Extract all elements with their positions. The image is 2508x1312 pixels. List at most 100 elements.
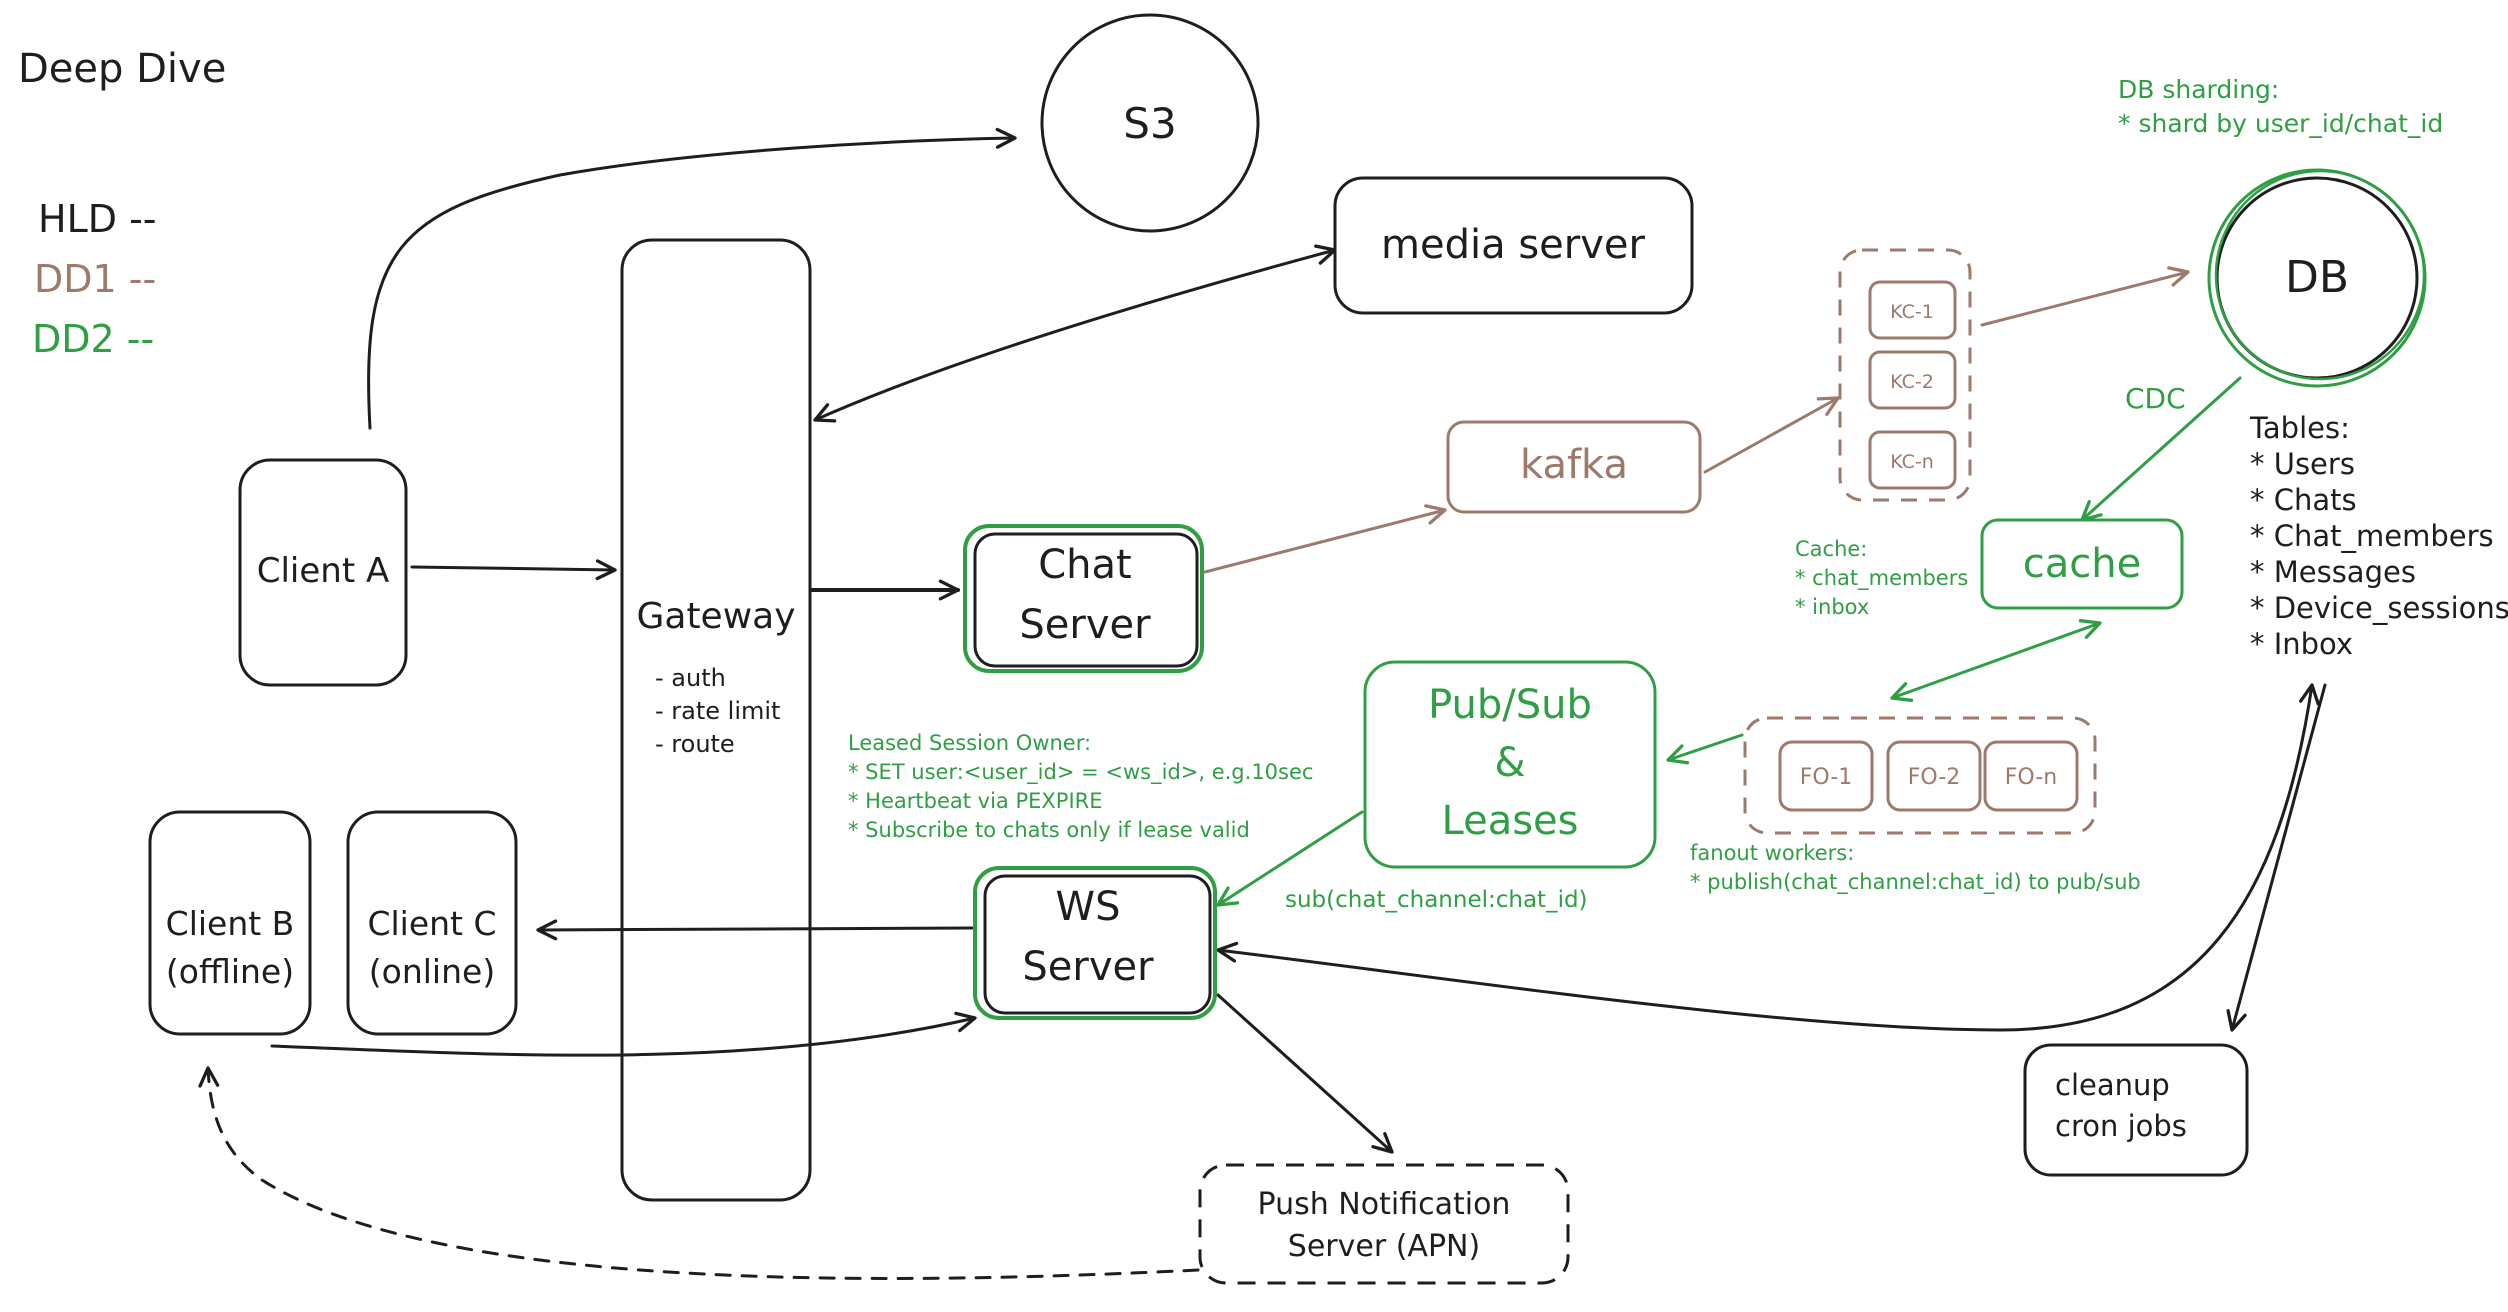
arrow-fanout-to-pubsub [1666, 733, 1744, 765]
arrow-kafka-to-consumers [1703, 396, 1840, 474]
table-inbox: * Inbox [2250, 627, 2353, 661]
client-c-status: (online) [369, 952, 495, 991]
tables-list: Tables: * Users * Chats * Chat_members *… [2249, 411, 2508, 661]
s3-label: S3 [1123, 99, 1176, 148]
title-and-legend: Deep Dive HLD -- DD1 -- DD2 -- [18, 46, 226, 361]
fanout-worker-n-label: FO-n [2005, 765, 2057, 790]
ws-server-node[interactable]: WS Server [973, 866, 1217, 1020]
arrow-client-a-to-gateway [410, 559, 617, 581]
arrow-db-to-cache-cdc [2080, 376, 2242, 522]
page-title: Deep Dive [18, 46, 226, 92]
client-a-node[interactable]: Client A [238, 458, 408, 687]
arrow-cache-fanout [1890, 619, 2102, 702]
push-notification-node[interactable]: Push Notification Server (APN) [1198, 1163, 1570, 1285]
gateway-label: Gateway [636, 596, 795, 637]
db-sharding-title: DB sharding: [2118, 75, 2279, 104]
push-notification-label: Push Notification [1258, 1187, 1511, 1222]
cache-note-chat-members: * chat_members [1795, 566, 1968, 591]
kafka-consumer-n[interactable]: KC-n [1868, 430, 1957, 490]
db-label: DB [2285, 252, 2349, 303]
gateway-note-route: - route [655, 730, 735, 758]
kafka-consumer-1-label: KC-1 [1890, 301, 1934, 323]
table-users: * Users [2250, 447, 2355, 481]
db-node[interactable]: DB [2207, 168, 2427, 388]
media-server-node[interactable]: media server [1333, 176, 1694, 315]
leased-session-title: Leased Session Owner: [848, 731, 1091, 755]
sub-channel-label: sub(chat_channel:chat_id) [1285, 887, 1588, 913]
fanout-note-publish: * publish(chat_channel:chat_id) to pub/s… [1690, 870, 2141, 895]
cache-note-inbox: * inbox [1795, 595, 1869, 619]
fanout-worker-2-label: FO-2 [1908, 765, 1961, 790]
kafka-label: kafka [1520, 442, 1628, 488]
cdc-label: CDC [2125, 382, 2186, 415]
connectors [198, 127, 2327, 1280]
fanout-worker-1-label: FO-1 [1800, 765, 1853, 790]
arrow-client-a-to-s3 [367, 127, 1017, 430]
fanout-worker-2[interactable]: FO-2 [1886, 740, 1982, 812]
table-device-sessions: * Device_sessions [2250, 591, 2508, 625]
chat-server-label: Chat [1038, 542, 1131, 588]
pubsub-label: Pub/Sub [1428, 682, 1592, 728]
media-server-label: media server [1381, 222, 1645, 268]
kafka-node[interactable]: kafka [1446, 420, 1702, 514]
arrow-chat-server-to-kafka [1203, 504, 1447, 574]
client-b-label: Client B [166, 904, 295, 943]
cleanup-cron-node[interactable]: cleanup cron jobs [2023, 1043, 2249, 1177]
legend-dd2: DD2 -- [32, 317, 154, 361]
gateway-note-auth: - auth [655, 664, 726, 692]
cache-note-title: Cache: [1795, 537, 1867, 561]
client-b-status: (offline) [166, 952, 294, 991]
kafka-consumers-group: KC-1 KC-2 KC-n [1838, 248, 1972, 502]
cache-node[interactable]: cache [1980, 518, 2184, 610]
arrow-gateway-media-server [813, 244, 1337, 423]
chat-server-node[interactable]: Chat Server [963, 524, 1204, 673]
arrow-client-b-to-ws [270, 1011, 977, 1057]
table-chat-members: * Chat_members [2250, 519, 2494, 553]
fanout-worker-n[interactable]: FO-n [1983, 740, 2079, 812]
arrow-tables-to-cleanup [2226, 683, 2327, 1032]
gateway-note-rate-limit: - rate limit [655, 697, 780, 725]
leased-session-note: Leased Session Owner: * SET user:<user_i… [848, 731, 1313, 842]
fanout-workers-group: FO-1 FO-2 FO-n [1743, 716, 2097, 835]
pubsub-node[interactable]: Pub/Sub & Leases [1363, 660, 1657, 869]
ws-server-label-2: Server [1022, 944, 1154, 990]
leased-session-set: * SET user:<user_id> = <ws_id>, e.g.10se… [848, 760, 1313, 785]
fanout-note: fanout workers: * publish(chat_channel:c… [1690, 841, 2141, 895]
arrow-ws-to-push-notification [1216, 993, 1394, 1154]
arrow-consumers-to-db [1980, 266, 2190, 327]
fanout-worker-1[interactable]: FO-1 [1778, 740, 1874, 812]
kafka-consumer-n-label: KC-n [1890, 451, 1934, 473]
db-sharding-item: * shard by user_id/chat_id [2118, 109, 2443, 138]
pubsub-ampersand: & [1494, 740, 1525, 786]
kafka-consumer-1[interactable]: KC-1 [1868, 280, 1957, 340]
cleanup-label: cleanup [2055, 1068, 2170, 1102]
client-c-label: Client C [367, 904, 496, 943]
chat-server-label-2: Server [1019, 602, 1151, 648]
fanout-note-title: fanout workers: [1690, 841, 1854, 865]
tables-title: Tables: [2249, 411, 2350, 445]
arrow-ws-tables [1216, 683, 2320, 1032]
kafka-consumer-2[interactable]: KC-2 [1868, 350, 1957, 410]
ws-server-label: WS [1056, 884, 1121, 930]
client-c-node[interactable]: Client C (online) [346, 810, 518, 1036]
arrow-push-to-client-b [198, 1066, 1200, 1280]
kafka-consumer-2-label: KC-2 [1890, 371, 1934, 393]
s3-node[interactable]: S3 [1040, 13, 1260, 233]
cache-label: cache [2023, 541, 2141, 587]
pubsub-leases-label: Leases [1442, 798, 1579, 844]
gateway-node[interactable]: Gateway - auth - rate limit - route [620, 238, 812, 1202]
db-sharding-note: DB sharding: * shard by user_id/chat_id [2118, 75, 2443, 138]
leased-session-heartbeat: * Heartbeat via PEXPIRE [848, 789, 1103, 813]
client-b-node[interactable]: Client B (offline) [148, 810, 312, 1036]
legend-dd1: DD1 -- [34, 257, 156, 301]
legend-hld: HLD -- [38, 197, 157, 241]
table-chats: * Chats [2250, 483, 2357, 517]
arrow-ws-to-client-c [536, 919, 974, 941]
arrow-pubsub-to-ws [1216, 810, 1364, 907]
push-notification-label-2: Server (APN) [1288, 1229, 1480, 1264]
cron-jobs-label: cron jobs [2055, 1109, 2187, 1143]
leased-session-subscribe: * Subscribe to chats only if lease valid [848, 818, 1250, 842]
client-a-label: Client A [257, 551, 390, 591]
table-messages: * Messages [2250, 555, 2416, 589]
